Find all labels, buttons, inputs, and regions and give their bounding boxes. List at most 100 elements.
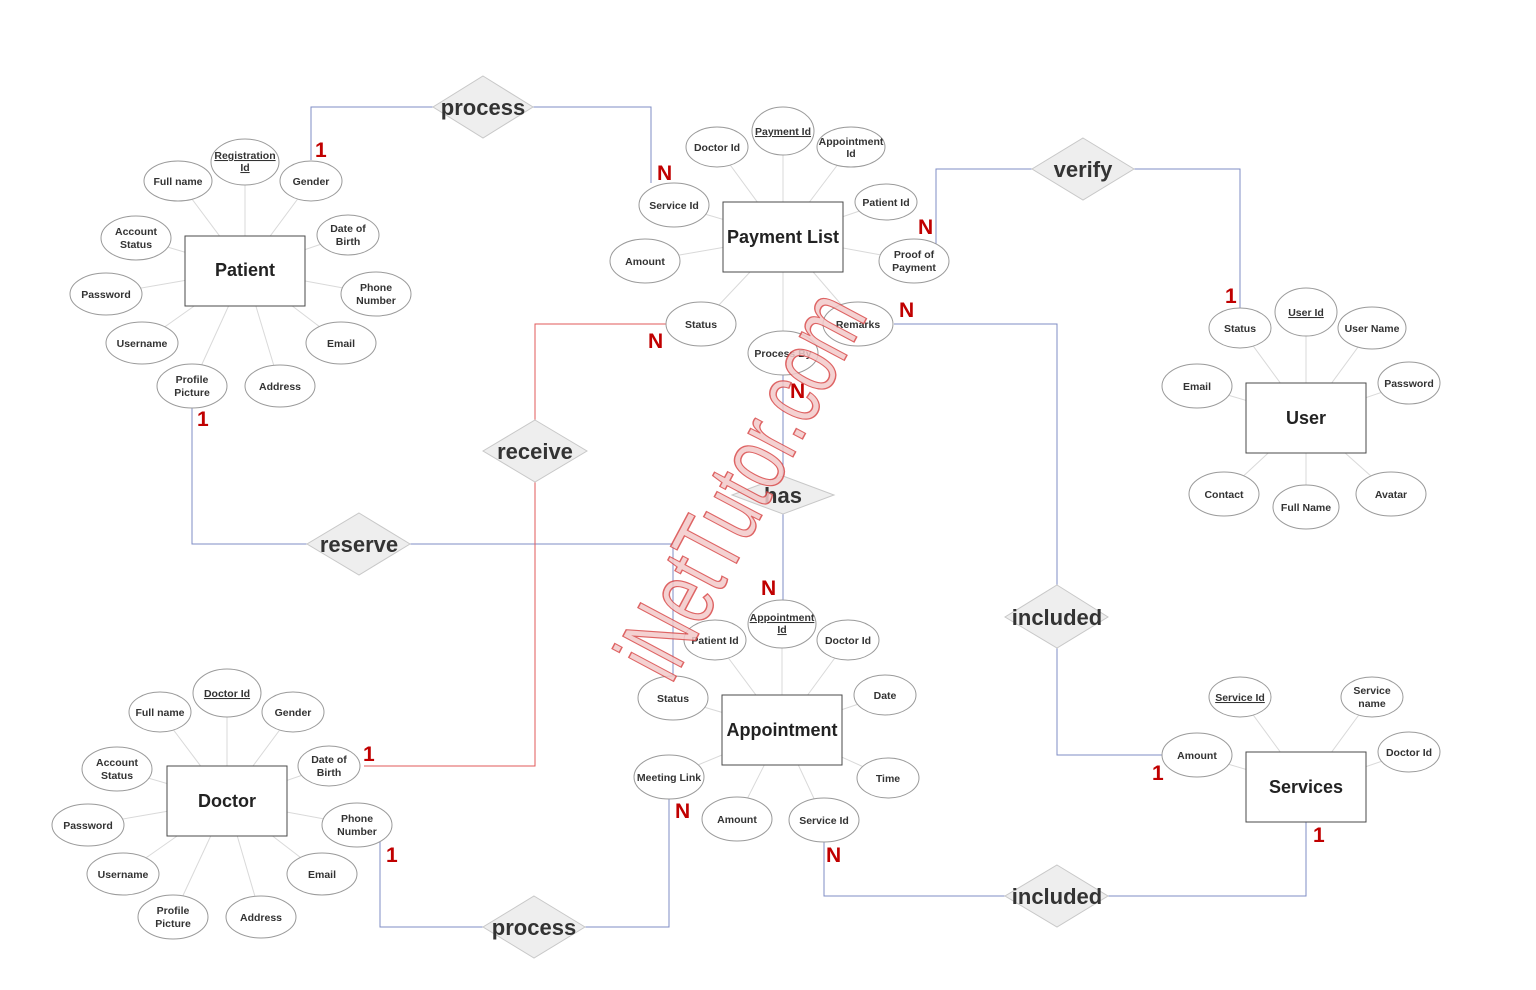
attr-doctor-date-of-birth[interactable]: Date of Birth xyxy=(297,745,361,787)
attr-appointment-time[interactable]: Time xyxy=(856,757,920,799)
attr-label: Date xyxy=(874,690,897,702)
attr-payment-service-id[interactable]: Service Id xyxy=(638,182,710,228)
attr-user-user-id[interactable]: User Id xyxy=(1274,287,1338,337)
attr-patient-username[interactable]: Username xyxy=(105,321,179,365)
attr-appointment-status[interactable]: Status xyxy=(637,675,709,721)
attr-doctor-account-status[interactable]: Account Status xyxy=(81,746,153,792)
attr-user-email[interactable]: Email xyxy=(1161,363,1233,409)
attr-label: Service Id xyxy=(649,200,699,212)
attr-label: Appointment xyxy=(750,612,815,624)
attr-appointment-date[interactable]: Date xyxy=(853,674,917,716)
attr-appointment-amount[interactable]: Amount xyxy=(701,796,773,842)
attr-services-doctor-id[interactable]: Doctor Id xyxy=(1377,731,1441,773)
attr-appointment-appointment-id[interactable]: Appointment Id xyxy=(747,599,817,649)
relationship-included-bottom[interactable]: included xyxy=(1004,864,1109,928)
relationship-process-bottom[interactable]: process xyxy=(482,895,586,959)
attr-services-amount[interactable]: Amount xyxy=(1161,732,1233,778)
relationship-process-top[interactable]: process xyxy=(432,75,534,139)
attr-label: Picture xyxy=(174,387,210,399)
attr-doctor-address[interactable]: Address xyxy=(225,895,297,939)
attr-doctor-gender[interactable]: Gender xyxy=(261,691,325,733)
attr-patient-phone-number[interactable]: Phone Number xyxy=(340,271,412,317)
attr-patient-address[interactable]: Address xyxy=(244,364,316,408)
attr-payment-payment-id[interactable]: Payment Id xyxy=(751,106,815,156)
attr-user-password[interactable]: Password xyxy=(1377,361,1441,405)
attr-label: Phone xyxy=(341,813,373,825)
attr-appointment-patient-id[interactable]: Patient Id xyxy=(683,619,747,661)
attr-patient-gender[interactable]: Gender xyxy=(279,160,343,202)
attr-label: Birth xyxy=(317,767,342,779)
attr-label: Email xyxy=(327,338,355,350)
attr-label: Full name xyxy=(135,707,184,719)
attr-label: Username xyxy=(117,338,168,350)
attr-doctor-phone-number[interactable]: Phone Number xyxy=(321,802,393,848)
entity-services-label: Services xyxy=(1269,777,1343,797)
cardinality-many: N xyxy=(790,380,805,403)
attr-doctor-email[interactable]: Email xyxy=(286,852,358,896)
attr-patient-profile-picture[interactable]: Profile Picture xyxy=(156,363,228,409)
attr-label: Profile xyxy=(157,905,190,917)
attr-doctor-profile-picture[interactable]: Profile Picture xyxy=(137,894,209,940)
entity-payment-list[interactable]: Payment List xyxy=(722,201,844,273)
cardinality-many: N xyxy=(657,162,672,185)
entity-appointment-label: Appointment xyxy=(727,720,838,740)
attr-patient-account-status[interactable]: Account Status xyxy=(100,215,172,261)
entity-services[interactable]: Services xyxy=(1245,751,1367,823)
attr-payment-proof-of-payment[interactable]: Proof of Payment xyxy=(878,238,950,284)
entity-user[interactable]: User xyxy=(1245,382,1367,454)
attr-appointment-meeting-link[interactable]: Meeting Link xyxy=(633,754,705,800)
attr-doctor-username[interactable]: Username xyxy=(86,852,160,896)
attr-payment-patient-id[interactable]: Patient Id xyxy=(854,183,918,221)
relationship-verify[interactable]: verify xyxy=(1031,137,1135,201)
attr-label: Payment Id xyxy=(755,126,811,138)
attr-payment-status[interactable]: Status xyxy=(665,301,737,347)
attr-doctor-password[interactable]: Password xyxy=(51,803,125,847)
relationship-receive[interactable]: receive xyxy=(482,419,588,483)
cardinality-many: N xyxy=(648,330,663,353)
attr-doctor-full-name[interactable]: Full name xyxy=(128,691,192,733)
attr-label: Service Id xyxy=(799,815,849,827)
attr-label: Number xyxy=(337,826,377,838)
attr-label: Doctor Id xyxy=(694,142,740,154)
entity-doctor[interactable]: Doctor xyxy=(166,765,288,837)
attr-payment-remarks[interactable]: Remarks xyxy=(822,301,894,347)
relationship-reserve[interactable]: reserve xyxy=(306,512,411,576)
attr-patient-email[interactable]: Email xyxy=(305,321,377,365)
relationship-included-right[interactable]: included xyxy=(1004,584,1109,649)
attr-payment-doctor-id[interactable]: Doctor Id xyxy=(685,126,749,168)
attr-appointment-doctor-id[interactable]: Doctor Id xyxy=(816,619,880,661)
attr-user-contact[interactable]: Contact xyxy=(1188,471,1260,517)
attr-payment-process-by[interactable]: Process By xyxy=(747,330,819,376)
attr-payment-appointment-id[interactable]: Appointment Id xyxy=(816,126,886,168)
attr-patient-full-name[interactable]: Full name xyxy=(143,160,213,202)
attr-services-service-name[interactable]: Service name xyxy=(1340,676,1404,718)
attr-label: Account xyxy=(115,226,158,238)
attr-user-status[interactable]: Status xyxy=(1208,307,1272,349)
attr-label: Date of xyxy=(330,223,366,235)
attr-label: Email xyxy=(1183,381,1211,393)
cardinality-one: 1 xyxy=(1225,285,1237,308)
attr-user-avatar[interactable]: Avatar xyxy=(1355,471,1427,517)
attr-patient-password[interactable]: Password xyxy=(69,272,143,316)
attr-label: Date of xyxy=(311,754,347,766)
attr-appointment-service-id[interactable]: Service Id xyxy=(788,797,860,843)
entity-patient-label: Patient xyxy=(215,260,275,280)
relationship-included-bottom-label: included xyxy=(1012,884,1102,909)
attr-payment-amount[interactable]: Amount xyxy=(609,238,681,284)
attr-label: Status xyxy=(657,693,689,705)
entity-patient[interactable]: Patient xyxy=(184,235,306,307)
relationship-has[interactable]: has xyxy=(730,475,836,515)
entity-appointment[interactable]: Appointment xyxy=(721,694,843,766)
attr-services-service-id[interactable]: Service Id xyxy=(1208,676,1272,718)
cardinality-one: 1 xyxy=(197,408,209,431)
attr-patient-date-of-birth[interactable]: Date of Birth xyxy=(316,214,380,256)
attr-user-full-name[interactable]: Full Name xyxy=(1272,484,1340,530)
attr-patient-registration-id[interactable]: Registration Id xyxy=(210,138,280,186)
attr-user-user-name[interactable]: User Name xyxy=(1337,306,1407,350)
attr-label: Service Id xyxy=(1215,692,1265,704)
attr-label: Service xyxy=(1353,685,1391,697)
attr-doctor-doctor-id[interactable]: Doctor Id xyxy=(192,668,262,718)
attr-label: Amount xyxy=(717,814,757,826)
entity-user-label: User xyxy=(1286,408,1326,428)
